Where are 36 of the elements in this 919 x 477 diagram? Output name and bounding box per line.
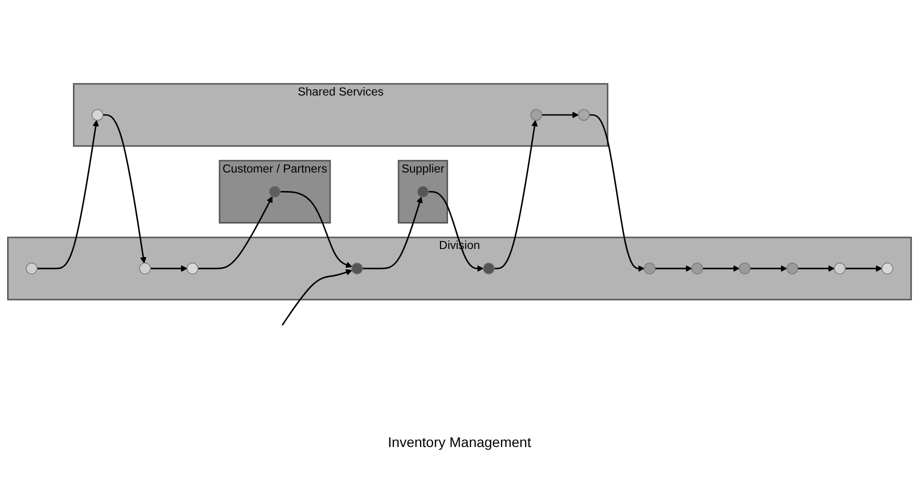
cluster: Shared Services [72, 82, 608, 146]
arrow [494, 120, 538, 269]
node-circle [139, 262, 151, 274]
node-circle [578, 108, 590, 120]
node-circle [530, 108, 542, 120]
node-circle [417, 185, 429, 198]
node-circle [738, 262, 751, 274]
node-circle [268, 185, 281, 198]
node-circle [786, 262, 798, 274]
caption: Inventory Management [388, 434, 532, 450]
arrow [282, 268, 352, 326]
arrow [102, 114, 146, 263]
arrow [589, 114, 644, 272]
arrow [750, 264, 788, 272]
arrow [655, 264, 692, 272]
arrow [798, 264, 835, 272]
node-circle [691, 262, 704, 274]
node-circle [186, 262, 198, 274]
node-circle [482, 262, 495, 274]
arrow [280, 190, 352, 268]
node-circle [882, 262, 894, 274]
arrow [702, 264, 740, 272]
arrow [362, 196, 423, 269]
node-circle [834, 262, 846, 274]
node-circle [351, 262, 363, 274]
cluster: Supplier [398, 159, 448, 224]
arrow [198, 196, 273, 269]
arrow [845, 264, 882, 272]
node-circle [92, 108, 104, 120]
node-circle [644, 262, 656, 274]
node-circle [26, 262, 38, 274]
cluster: Customer / Partners [218, 159, 331, 224]
arrow [428, 190, 484, 272]
arrow [37, 120, 99, 269]
arrow [150, 264, 188, 272]
arrow [542, 111, 579, 118]
